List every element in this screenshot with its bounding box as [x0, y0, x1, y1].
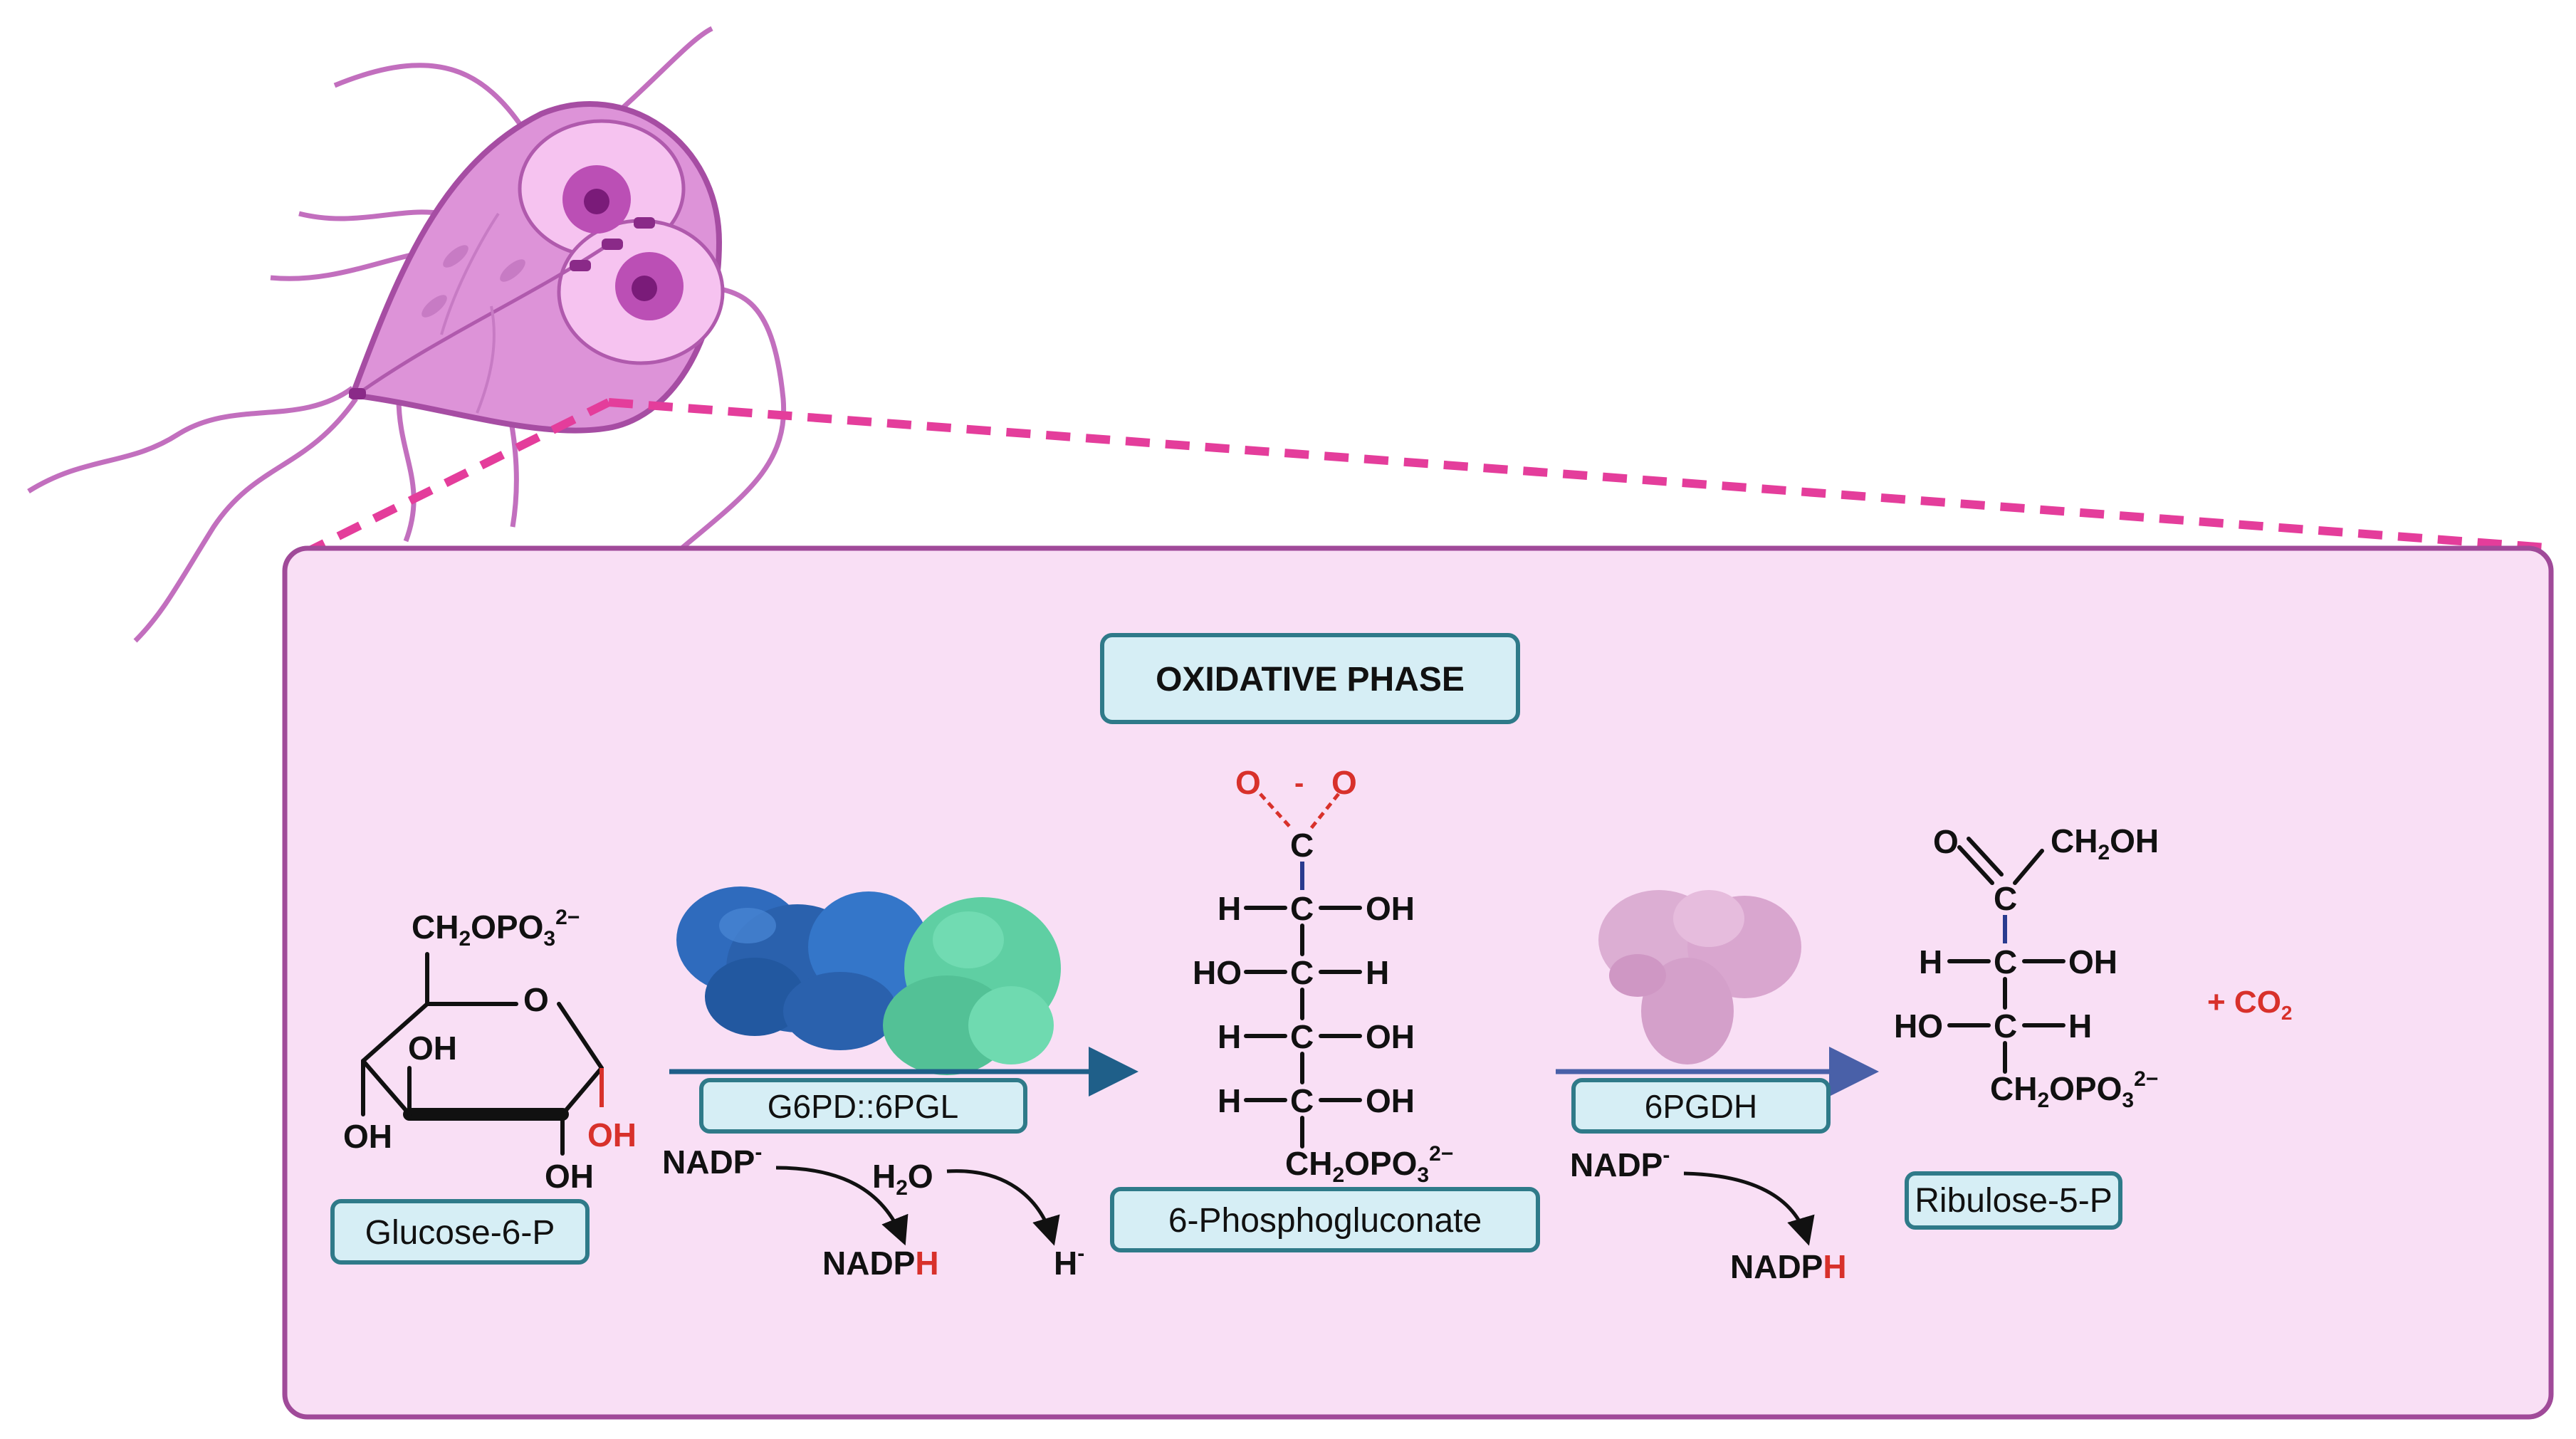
svg-text:NADPH: NADPH [1730, 1248, 1847, 1285]
g6pd-label-box [699, 1078, 1027, 1134]
glucose-ch2-text: CH [412, 909, 459, 946]
ru-opo: OPO [2049, 1070, 2122, 1107]
hydride-charge: - [1077, 1242, 1084, 1265]
ru-r2-right: H [2068, 1008, 2092, 1045]
water-o: O [908, 1158, 933, 1195]
6-phosphogluconate-structure: O O - C H C OH HO C H H C OH H C OH CH2O… [1193, 764, 1453, 1187]
nadp-2-charge: - [1663, 1144, 1670, 1167]
pg-o-left: O [1235, 764, 1261, 801]
phosphogluconate-label-box [1110, 1187, 1540, 1252]
pg-charge: 2− [1429, 1142, 1453, 1166]
ru-sub3: 3 [2122, 1089, 2134, 1112]
nadph-1: NADP [822, 1245, 915, 1282]
phase-title-box [1100, 633, 1520, 724]
nadp-2: NADP [1570, 1146, 1663, 1183]
ru-r2-left: HO [1894, 1008, 1943, 1045]
pg-r1-right: OH [1366, 890, 1415, 927]
nadph-1-h: H [915, 1245, 938, 1282]
nadp-1: NADP [662, 1144, 755, 1181]
6pgdh-label: 6PGDH [1645, 1088, 1757, 1125]
svg-text:CH2OPO32−: CH2OPO32− [1990, 1067, 2158, 1112]
ru-ch2oh-ch: CH [2051, 822, 2098, 859]
pg-c-top: C [1290, 827, 1314, 864]
svg-text:NADP-: NADP- [1570, 1144, 1670, 1183]
svg-text:NADPH: NADPH [822, 1245, 939, 1282]
pg-r4-c: C [1290, 1082, 1314, 1119]
water-arrow [946, 1169, 1060, 1246]
pg-opo: OPO [1344, 1145, 1417, 1182]
pg-sub2: 2 [1332, 1163, 1344, 1187]
ru-oh: OH [2110, 822, 2159, 859]
ru-r1-right: OH [2068, 943, 2117, 980]
glucose-oh-inner: OH [408, 1030, 457, 1067]
nadp-arrow-2 [1683, 1171, 1815, 1246]
svg-text:H2O: H2O [872, 1158, 933, 1200]
6pgdh-protein-icon [1598, 890, 1801, 1064]
pg-r3-c: C [1290, 1018, 1314, 1055]
pg-minus: - [1294, 768, 1304, 799]
ru-r1-c: C [1994, 943, 2017, 980]
pg-r4-right: OH [1366, 1082, 1415, 1119]
pg-r1-left: H [1218, 890, 1241, 927]
hydride: H [1054, 1245, 1077, 1282]
nadph-2-h: H [1823, 1248, 1846, 1285]
glucose-sub2: 2 [459, 927, 471, 951]
6pgdh-label-box [1571, 1078, 1831, 1134]
pg-r2-left: HO [1193, 954, 1242, 991]
glucose-opo-text: OPO [471, 909, 543, 946]
ru-r1-left: H [1919, 943, 1942, 980]
nadp-arrow-1 [775, 1166, 909, 1246]
svg-text:NADP-: NADP- [662, 1141, 762, 1181]
svg-text:CH2OPO32−: CH2OPO32− [412, 906, 580, 951]
co2-text: + CO [2207, 985, 2281, 1020]
ru-bottom-ch: CH [1990, 1070, 2037, 1107]
pg-r2-c: C [1290, 954, 1314, 991]
pg-r3-left: H [1218, 1018, 1241, 1055]
svg-text:+ CO2: + CO2 [2207, 985, 2293, 1024]
zoom-line-left [300, 398, 611, 558]
ru-r2-c: C [1994, 1008, 2017, 1045]
glucose-oh-red: OH [587, 1116, 637, 1153]
pg-r4-left: H [1218, 1082, 1241, 1119]
pg-bottom-ch: CH [1285, 1145, 1332, 1182]
ribulose-5-p-structure: O CH2OH C H C OH HO C H CH2OPO32− [1894, 822, 2159, 1112]
ru-charge: 2− [2134, 1067, 2158, 1091]
glucose-6-p-label-box [330, 1199, 590, 1265]
pg-r3-right: OH [1366, 1018, 1415, 1055]
ru-sub2: 2 [2098, 841, 2110, 864]
svg-text:CH2OPO32−: CH2OPO32− [1285, 1142, 1453, 1187]
ribulose-5-p-label: Ribulose-5-P [1915, 1182, 2112, 1220]
g6pd-6pgl-protein-icon [676, 886, 1061, 1075]
ru-o-top: O [1933, 823, 1959, 860]
glucose-charge: 2− [555, 906, 580, 929]
pg-r1-c: C [1290, 890, 1314, 927]
ru-sub2b: 2 [2037, 1089, 2049, 1112]
pg-r2-right: H [1366, 954, 1389, 991]
water-h: H [872, 1158, 896, 1195]
nadph-2: NADP [1730, 1248, 1823, 1285]
glucose-6-p-structure: CH2OPO32− O OH OH OH OH [343, 906, 637, 1195]
svg-text:CH2OH: CH2OH [2051, 822, 2159, 864]
ribulose-5-p-label-box [1905, 1171, 2122, 1230]
glucose-oh-bottom: OH [545, 1158, 594, 1195]
svg-text:H-: H- [1054, 1242, 1084, 1282]
glucose-oh-left: OH [343, 1118, 392, 1155]
zoom-line-right [608, 398, 2557, 553]
ru-c-top: C [1994, 880, 2017, 917]
giardia-cell-icon [27, 26, 787, 643]
glucose-6-p-label: Glucose-6-P [365, 1214, 555, 1252]
pg-sub3: 3 [1417, 1163, 1429, 1187]
water-sub: 2 [896, 1176, 908, 1200]
g6pd-label: G6PD::6PGL [768, 1088, 958, 1125]
phase-title: OXIDATIVE PHASE [1156, 661, 1465, 698]
co2-sub: 2 [2281, 1002, 2293, 1024]
glucose-sub3: 3 [543, 927, 555, 951]
glucose-ring-o: O [523, 981, 549, 1018]
phosphogluconate-label: 6-Phosphogluconate [1168, 1202, 1482, 1240]
nadp-1-charge: - [755, 1141, 762, 1164]
